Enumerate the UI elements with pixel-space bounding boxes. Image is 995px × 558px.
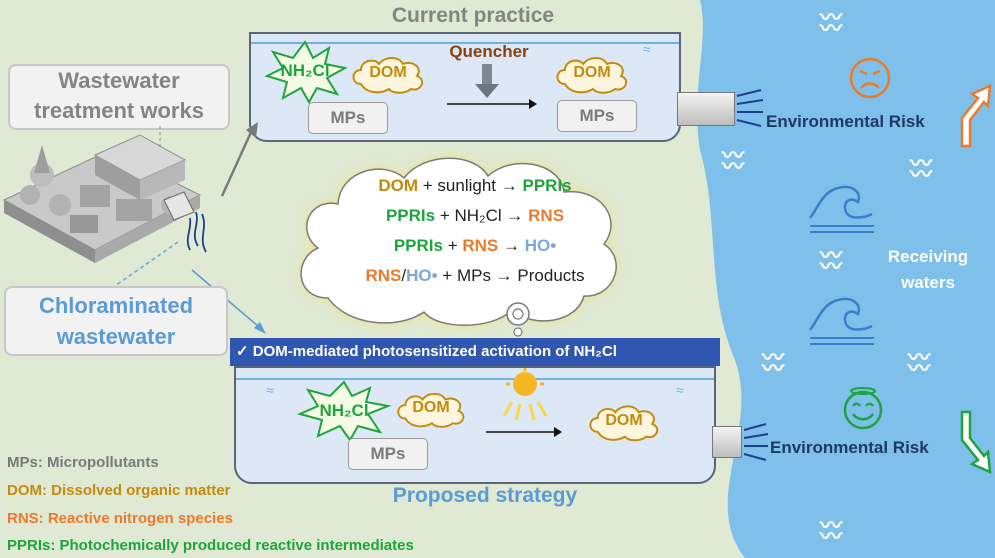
dashed-connector	[111, 241, 179, 289]
environmental-risk-top: Environmental Risk	[766, 112, 925, 131]
receiving-waters-label: Receiving waters	[887, 247, 969, 292]
dom-cloud-icon	[589, 405, 659, 442]
dom-label: DOM	[412, 399, 450, 416]
reaction-1: DOM + sunlight → PPRIs	[378, 176, 572, 195]
wave-icon: 〰〰	[762, 345, 784, 381]
process-arrow-icon	[447, 99, 537, 109]
dom-cloud-icon	[556, 57, 628, 94]
angry-face-icon	[849, 57, 891, 99]
discharge-stream-icon	[743, 423, 769, 461]
dom-cloud-icon	[397, 392, 465, 428]
proposed-tank: ≈ ≈ NH₂Cl DOM DOM MPs	[234, 366, 716, 484]
reaction-4: RNS/HO• + MPs → Products	[365, 266, 585, 285]
legend-ppris: PPRIs: Photochemically produced reactive…	[7, 537, 414, 554]
outlet-pipe-top	[677, 92, 735, 126]
water-ripple-icon: ≈	[676, 382, 684, 398]
wave-icon: 〰〰	[820, 5, 842, 41]
proposed-banner: ✓ DOM-mediated photosensitized activatio…	[230, 338, 720, 366]
arrow-up-icon	[960, 84, 992, 148]
current-practice-title: Current practice	[391, 4, 555, 27]
water-ripple-icon: ≈	[266, 382, 274, 398]
quencher-label: Quencher	[449, 42, 529, 61]
treatment-works-text: Wastewater treatment works	[34, 68, 204, 123]
dom-label: DOM	[369, 64, 407, 81]
sun-icon	[502, 368, 548, 421]
chloraminated-wastewater-text: Chloraminated wastewater	[38, 293, 194, 349]
reaction-cloud	[300, 157, 617, 326]
wave-icon: 〰〰	[722, 143, 744, 179]
mps-box: MPs	[348, 438, 428, 470]
legend-rns: RNS: Reactive nitrogen species	[7, 510, 233, 527]
big-wave-icon	[809, 297, 874, 345]
wave-icon: 〰〰	[820, 513, 842, 549]
nh2cl-label: NH₂Cl	[319, 401, 369, 420]
smile-face-icon	[843, 387, 883, 430]
big-wave-icon	[809, 185, 874, 233]
legend-dom: DOM: Dissolved organic matter	[7, 482, 231, 499]
reaction-3: PPRIs + RNS → HO•	[393, 236, 557, 255]
quencher-arrow-icon	[475, 64, 499, 98]
mps-box: MPs	[557, 100, 637, 132]
nh2cl-label: NH₂Cl	[280, 61, 330, 80]
arrow-down-icon	[960, 410, 992, 474]
water-ripple-icon: ≈	[643, 41, 651, 57]
treatment-plant-illustration	[2, 125, 202, 263]
reaction-2: PPRIs + NH₂Cl → RNS	[385, 206, 565, 225]
treatment-works-label: Wastewater treatment works	[8, 64, 230, 130]
current-practice-tank: NH₂Cl DOM Quencher DOM MPs MPs ≈	[249, 32, 681, 142]
outlet-pipe-bottom	[712, 426, 742, 458]
proposed-strategy-title: Proposed strategy	[392, 484, 578, 507]
mps-box: MPs	[308, 102, 388, 134]
chloraminated-wastewater-label: Chloraminated wastewater	[4, 286, 228, 356]
wave-icon: 〰〰	[820, 243, 842, 279]
dom-cloud-icon	[352, 57, 424, 94]
thought-bubble-icon	[506, 302, 530, 337]
dom-label: DOM	[605, 412, 643, 429]
flow-arrow-to-current	[220, 122, 258, 197]
reaction-equations: DOM + sunlight → PPRIs PPRIs + NH₂Cl → R…	[330, 170, 620, 300]
wave-icon: 〰〰	[908, 345, 930, 381]
legend-mps: MPs: Micropollutants	[7, 454, 159, 471]
plant-pipe-icon	[163, 191, 207, 253]
environmental-risk-bottom: Environmental Risk	[770, 438, 929, 457]
wave-icon: 〰〰	[910, 151, 932, 187]
process-arrow-icon	[486, 427, 562, 437]
discharge-stream-icon	[736, 89, 764, 127]
dom-label: DOM	[573, 64, 611, 81]
